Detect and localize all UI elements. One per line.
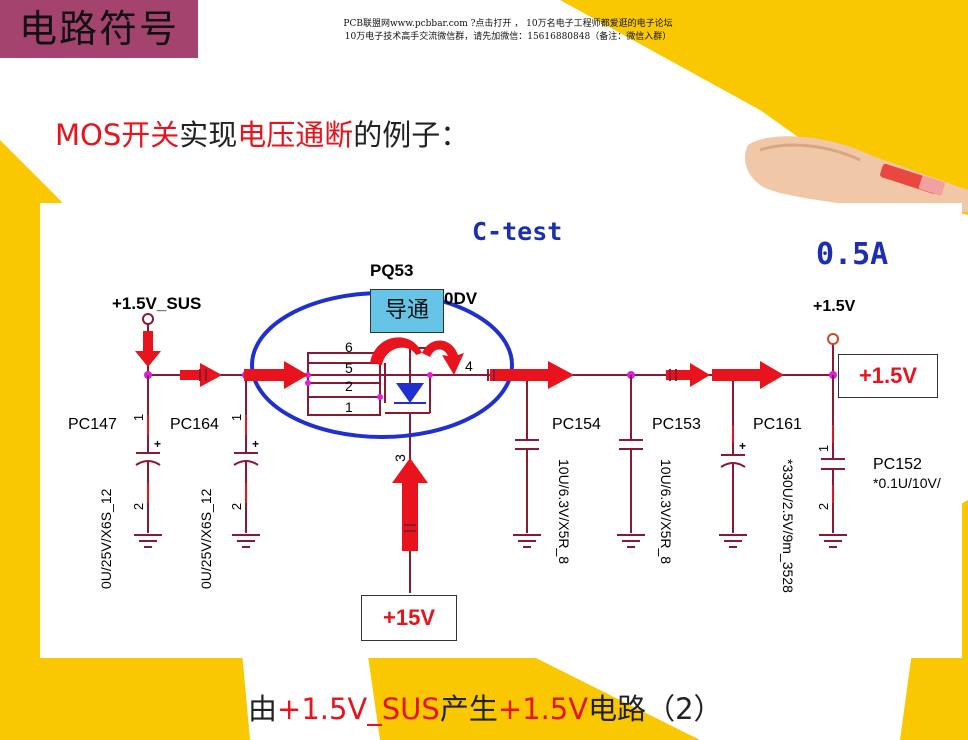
cap-pin2: 2 [131, 502, 147, 511]
footer-part-output: +1.5V [497, 692, 589, 726]
capacitor-pc153 [619, 375, 643, 533]
cap-ref-pc152: PC152 [873, 456, 922, 473]
current-label: 0.5A [816, 237, 889, 272]
flow-arrows [135, 331, 784, 551]
heading-part-example: 的例子： [353, 118, 470, 152]
forum-banner[interactable]: PCB联盟网www.pcbbar.com ?点击打开 ， 10万名电子工程师都爱… [258, 18, 758, 44]
cap-value-pc154: 10U/6.3V/X5R_8 [556, 459, 572, 565]
capacitor-pc161 [720, 375, 746, 533]
gate-voltage-box: +15V [361, 595, 457, 641]
pin-label-3: 3 [391, 454, 408, 462]
mos-ref: PQ53 [370, 261, 414, 280]
footer-part-from: 由 [248, 692, 278, 726]
pin-dot [427, 372, 433, 378]
mos-value: 0DV [444, 289, 478, 308]
output-voltage-box: +1.5V [838, 354, 938, 398]
cap-pin1: 1 [229, 413, 245, 422]
cap-value-pc152: *0.1U/10V/ [873, 475, 941, 491]
conducting-label: 导通 [370, 289, 444, 333]
cap-value-pc161: *330U/2.5V/9m_3528 [780, 459, 796, 593]
ground-icon [134, 534, 847, 548]
heading-part-achieve: 实现 [179, 118, 238, 152]
pin-label-2: 2 [345, 378, 353, 394]
banner-line-1[interactable]: PCB联盟网www.pcbbar.com ?点击打开 ， 10万名电子工程师都爱… [343, 19, 673, 29]
cap-pin1: 1 [816, 444, 832, 453]
pin-label-1: 1 [345, 399, 353, 415]
diode-icon [396, 383, 424, 403]
footer-part-produce: 产生 [439, 692, 498, 726]
pin-label-6: 6 [345, 339, 353, 355]
schematic-title: C-test [472, 217, 563, 246]
cap-value-pc153: 10U/6.3V/X5R_8 [658, 459, 674, 565]
slide-footer: 由+1.5V_SUS产生+1.5V电路（2） [248, 686, 723, 728]
output-terminal [827, 333, 839, 345]
slide-heading: MOS开关实现电压通断的例子： [55, 112, 469, 154]
polarity-mark: + [739, 439, 747, 453]
cap-pin1: 1 [131, 413, 147, 422]
footer-part-input: +1.5V_SUS [277, 692, 440, 726]
cap-pin2: 2 [229, 502, 245, 511]
pin-label-5: 5 [345, 360, 353, 376]
input-terminal [142, 313, 154, 325]
capacitor-pc154 [515, 375, 539, 533]
output-net-label: +1.5V [813, 298, 856, 315]
pin-label-4: 4 [465, 358, 473, 374]
cap-ref-pc147: PC147 [68, 416, 117, 433]
page-title: 电路符号 [0, 0, 198, 58]
mosfet-pq53 [307, 343, 480, 448]
banner-line-2: 10万电子技术高手交流微信群，请先加微信：15616880848（备注：微信入群… [344, 32, 672, 42]
bead-marks [199, 369, 677, 532]
pin-ticks [147, 415, 834, 503]
cap-value-pc164: 0U/25V/X6S_12 [198, 488, 214, 589]
cap-ref-pc161: PC161 [753, 416, 802, 433]
heading-part-mos: MOS开关 [55, 118, 180, 152]
cap-ref-pc164: PC164 [170, 416, 219, 433]
hand-pencil-icon [744, 136, 968, 212]
cap-ref-pc154: PC154 [552, 416, 601, 433]
schematic-drawing [134, 291, 847, 593]
schematic-panel: C-test 0.5A PQ53 0DV +1.5V_SUS +1.5V 6 5… [40, 203, 962, 658]
input-net-label: +1.5V_SUS [112, 294, 202, 313]
pin-dot [305, 380, 311, 386]
cap-ref-pc153: PC153 [652, 416, 701, 433]
footer-part-circuit: 电路（2） [588, 692, 723, 726]
pin-dot [377, 394, 383, 400]
cap-value-pc147: 0U/25V/X6S_12 [98, 488, 114, 589]
cap-pin2: 2 [816, 502, 832, 511]
polarity-mark: + [252, 437, 260, 451]
polarity-mark: + [154, 437, 162, 451]
heading-part-voltage: 电压通断 [237, 118, 354, 152]
